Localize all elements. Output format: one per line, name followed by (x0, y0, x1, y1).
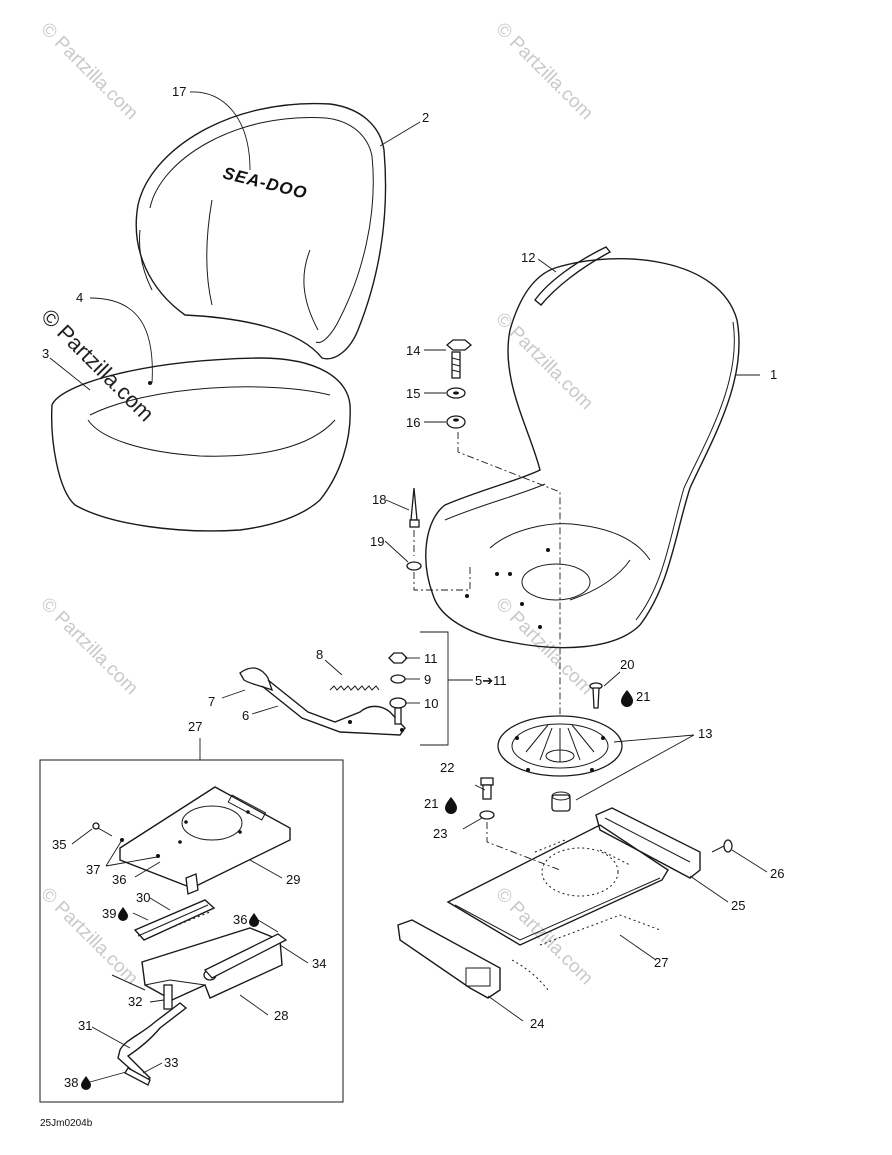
callout-35: 35 (52, 837, 66, 852)
watermark: © Partzilla.com (36, 19, 141, 124)
callout-4: 4 (76, 290, 83, 305)
backrest-cover: SEA-DOO (135, 102, 387, 360)
callout-26: 26 (770, 866, 784, 881)
callout-17: 17 (172, 84, 186, 99)
callout-28: 28 (274, 1008, 288, 1023)
callout-22: 22 (440, 760, 454, 775)
callout-37: 37 (86, 862, 100, 877)
callout-23: 23 (433, 826, 447, 841)
callout-1: 1 (770, 367, 777, 382)
callout-2: 2 (422, 110, 429, 125)
leader-lines (49, 91, 768, 1083)
screw (589, 682, 603, 709)
watermarks: © Partzilla.com © Partzilla.com © Partzi… (36, 19, 596, 989)
callout-27: 27 (654, 955, 668, 970)
callout-12: 12 (521, 250, 535, 265)
callout-32: 32 (128, 994, 142, 1009)
drawing-code: 25Jm0204b (40, 1118, 93, 1129)
callout-21: 21 (636, 689, 650, 704)
callout-3: 3 (42, 346, 49, 361)
slide-plate (446, 824, 669, 991)
callout-11: 11 (424, 651, 438, 666)
callout-labels: 17 2 4 3 12 1 14 15 16 18 19 8 11 9 10 5… (42, 84, 784, 1090)
pin-assembly (406, 487, 471, 591)
drop-icon (621, 690, 633, 707)
callout-27: 27 (188, 719, 202, 734)
callout-39: 39 (102, 906, 116, 921)
callout-6: 6 (242, 708, 249, 723)
drop-icon (81, 1076, 91, 1090)
brand-logo: SEA-DOO (221, 163, 309, 202)
callout-36: 36 (112, 872, 126, 887)
callout-16: 16 (406, 415, 420, 430)
watermark: © Partzilla.com (491, 19, 596, 124)
side-cover-left (397, 919, 501, 999)
side-cover-right (595, 807, 733, 879)
lever (239, 667, 406, 736)
callout-18: 18 (372, 492, 386, 507)
watermark: © Partzilla.com (491, 309, 596, 414)
watermark: © Partzilla.com (36, 594, 141, 699)
swivel-base (497, 715, 623, 812)
callout-7: 7 (208, 694, 215, 709)
trim-strip (534, 246, 612, 306)
watermark: © Partzilla.com (36, 884, 141, 989)
callout-13: 13 (698, 726, 712, 741)
subassembly-box (39, 738, 344, 1103)
drop-icon (249, 913, 259, 927)
callout-31: 31 (78, 1018, 92, 1033)
callout-9: 9 (424, 672, 431, 687)
callout-33: 33 (164, 1055, 178, 1070)
callout-36: 36 (233, 912, 247, 927)
bolt-washer (479, 777, 561, 871)
callout-24: 24 (530, 1016, 544, 1031)
drop-icons (81, 690, 633, 1090)
callout-29: 29 (286, 872, 300, 887)
spring (329, 685, 380, 691)
callout-20: 20 (620, 657, 634, 672)
callout-30: 30 (136, 890, 150, 905)
callout-19: 19 (370, 534, 384, 549)
callout-34: 34 (312, 956, 326, 971)
callout-8: 8 (316, 647, 323, 662)
seat-cushion (51, 357, 351, 532)
callout-14: 14 (406, 343, 420, 358)
callout-15: 15 (406, 386, 420, 401)
callout-25: 25 (731, 898, 745, 913)
callout-10: 10 (424, 696, 438, 711)
seat-shell (425, 258, 740, 649)
callout-38: 38 (64, 1075, 78, 1090)
watermark: © Partzilla.com (491, 884, 596, 989)
hardware-stack-top (445, 339, 561, 745)
callout-group-5-11: 5➔11 (475, 673, 507, 688)
drop-icon (445, 797, 457, 814)
watermark-dark: © Partzilla.com (36, 304, 159, 427)
callout-21: 21 (424, 796, 438, 811)
nut-washer-stack (388, 631, 449, 746)
drop-icon (118, 907, 128, 921)
